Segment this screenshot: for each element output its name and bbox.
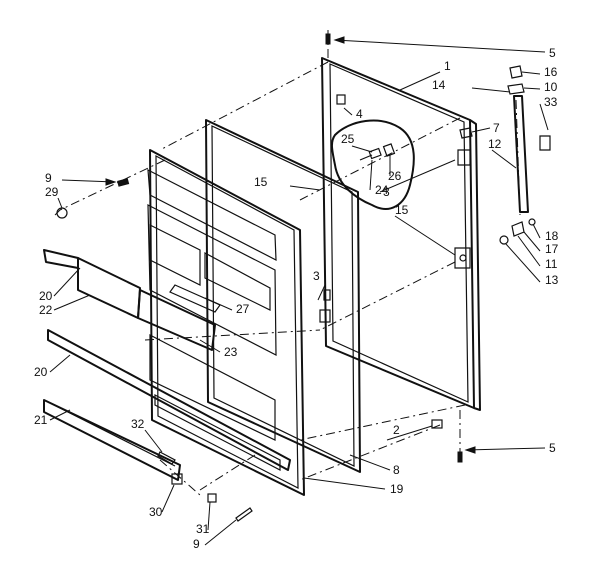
callout-12: 12	[488, 137, 502, 151]
door-shelves	[43, 249, 291, 481]
callout-18: 18	[545, 229, 559, 243]
callout-27: 27	[236, 302, 250, 316]
callout-14: 14	[432, 78, 446, 92]
callout-3: 3	[313, 269, 320, 283]
callout-9: 9	[45, 171, 52, 185]
callout-10: 10	[544, 80, 558, 94]
callout-15: 15	[395, 203, 409, 217]
callout-16: 16	[544, 65, 558, 79]
callout-33: 33	[544, 95, 558, 109]
callout-23: 23	[224, 345, 238, 359]
callout-7: 7	[493, 121, 500, 135]
callout-15: 15	[254, 175, 268, 189]
callout-5: 5	[549, 46, 556, 60]
callout-19: 19	[390, 482, 404, 496]
callout-22: 22	[39, 303, 53, 317]
callout-4: 4	[356, 107, 363, 121]
callout-11: 11	[545, 257, 558, 271]
callout-9: 9	[193, 537, 200, 551]
callout-labels: 1233455789910111213141515161718192020212…	[34, 46, 559, 551]
door-outer-panel	[321, 57, 481, 411]
callout-26: 26	[388, 169, 402, 183]
callout-21: 21	[34, 413, 48, 427]
leader-lines	[49, 36, 549, 546]
callout-13: 13	[545, 273, 559, 287]
callout-17: 17	[545, 242, 559, 256]
callout-20: 20	[34, 365, 48, 379]
callout-3: 3	[383, 185, 390, 199]
callout-20: 20	[39, 289, 53, 303]
inner-door-liner	[147, 149, 305, 496]
callout-2: 2	[393, 423, 400, 437]
callout-32: 32	[131, 417, 145, 431]
callout-31: 31	[196, 522, 210, 536]
callout-5: 5	[549, 441, 556, 455]
callout-24: 24	[375, 183, 389, 197]
handle-hardware	[499, 65, 551, 245]
alignment-lines	[54, 30, 521, 496]
callout-25: 25	[341, 132, 355, 146]
callout-30: 30	[149, 505, 163, 519]
callout-8: 8	[393, 463, 400, 477]
callout-1: 1	[444, 59, 451, 73]
insulation-cutaway	[331, 119, 415, 210]
callout-29: 29	[45, 185, 59, 199]
